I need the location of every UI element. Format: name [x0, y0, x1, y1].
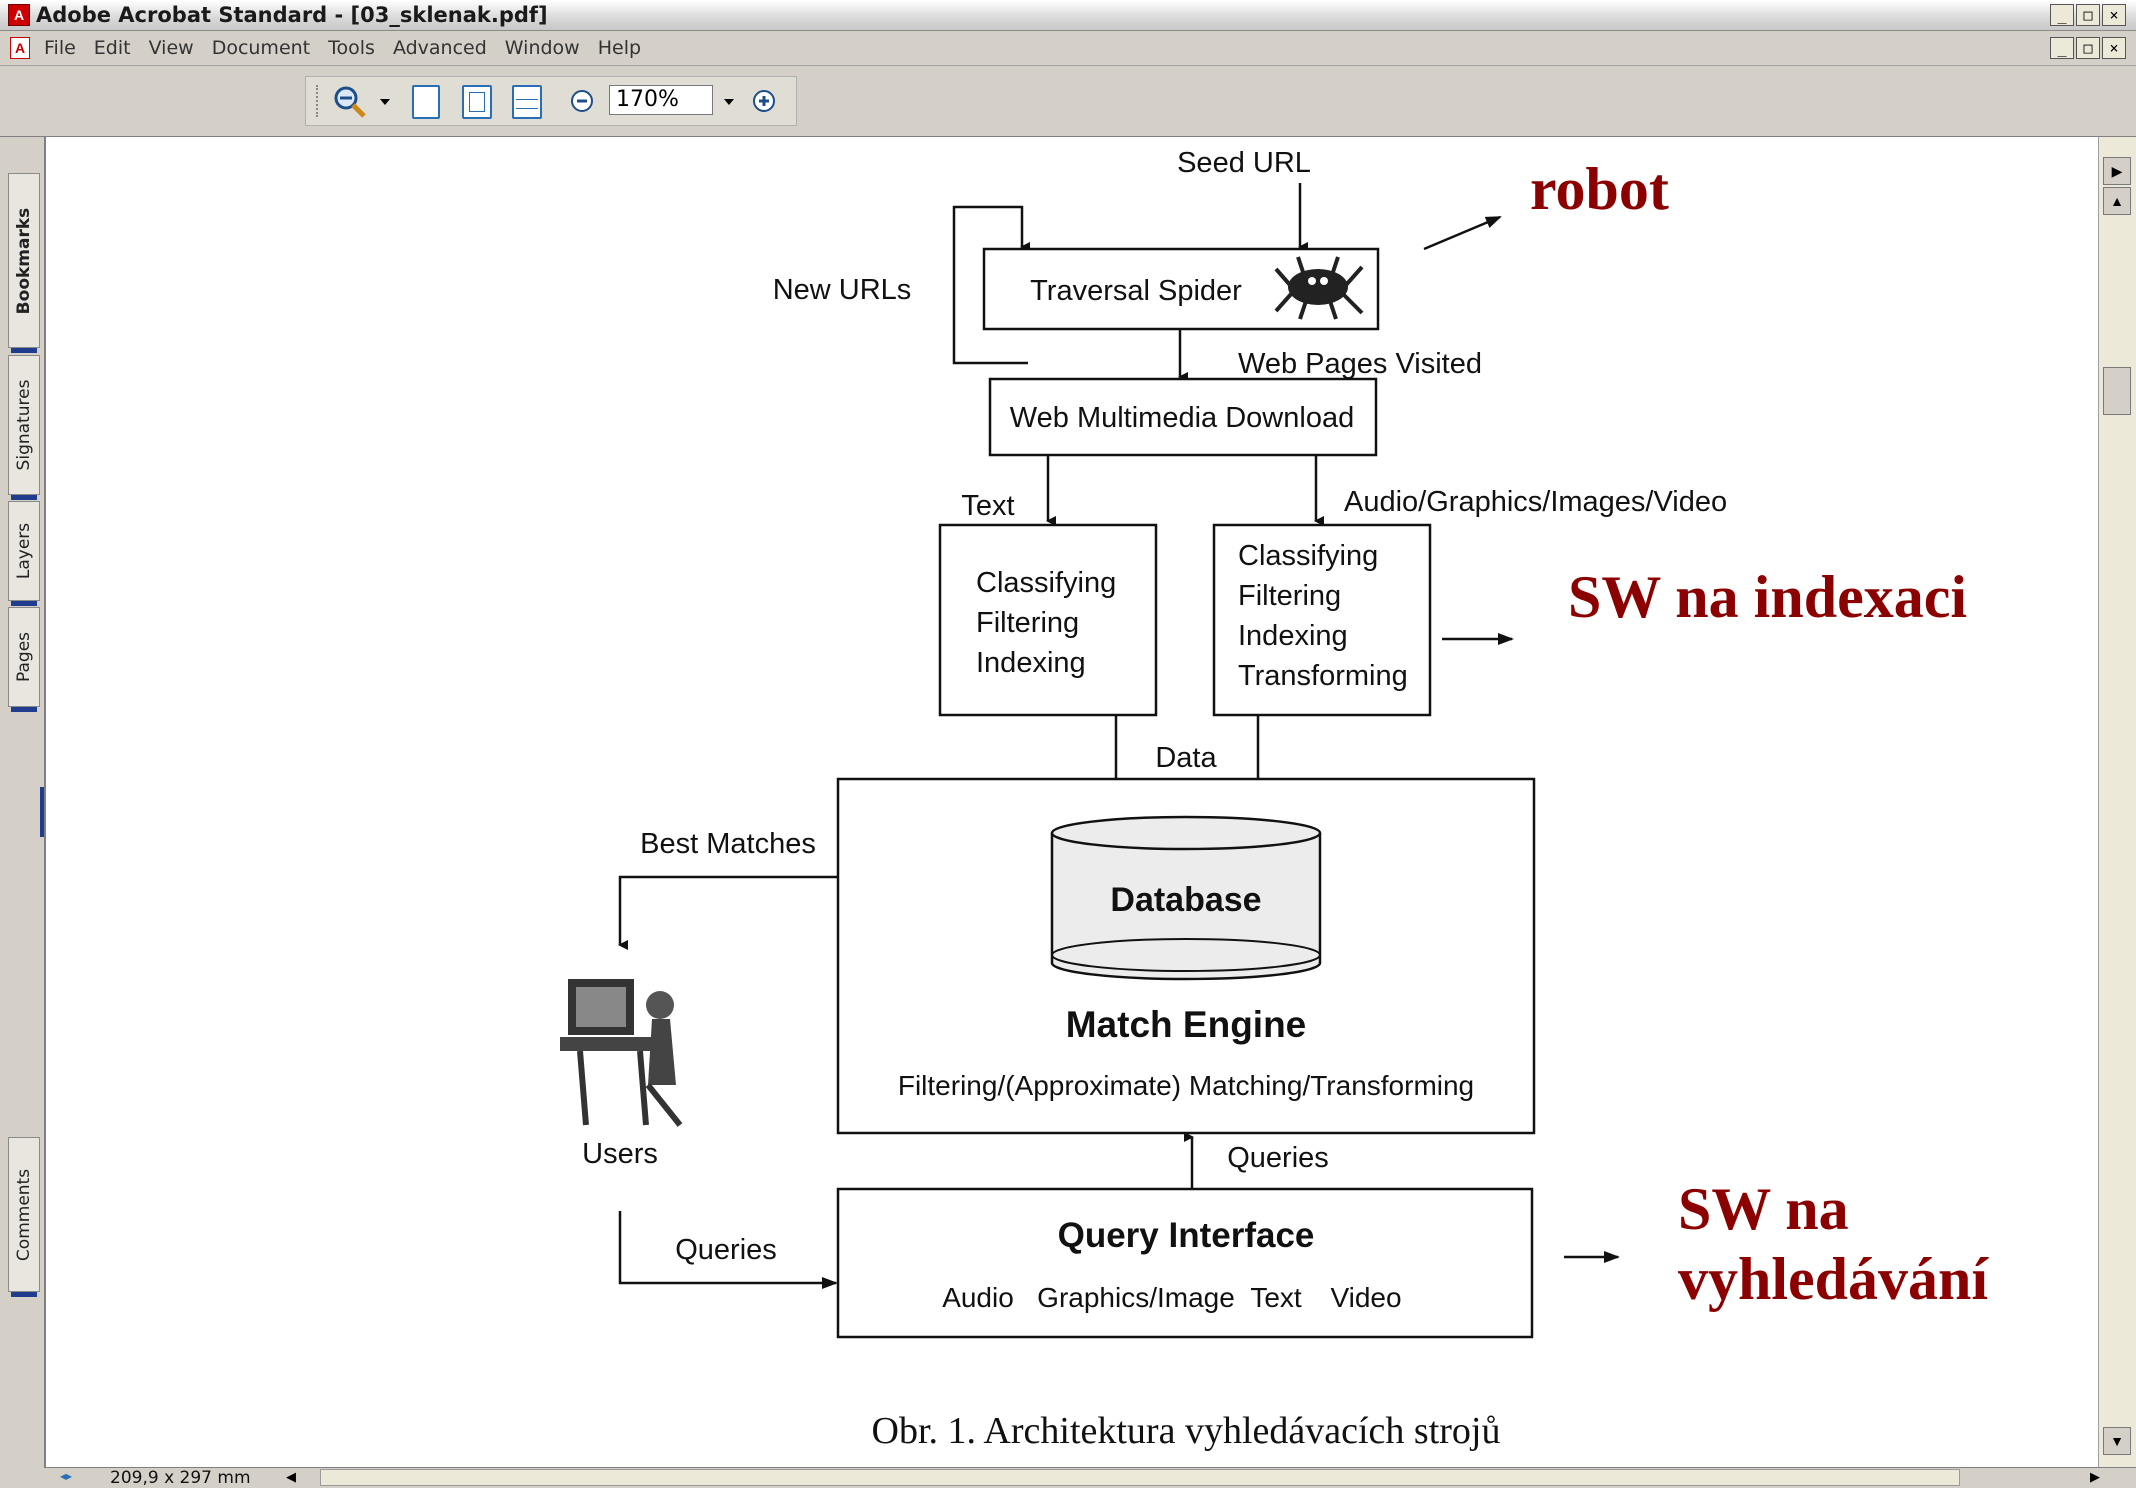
text-flow-label: Text: [961, 490, 1014, 522]
tab-signatures[interactable]: Signatures: [8, 355, 40, 500]
horizontal-scrollbar[interactable]: [320, 1469, 1960, 1486]
database-label: Database: [1110, 881, 1261, 919]
tab-layers[interactable]: Layers: [8, 501, 40, 606]
tab-comments-label: Comments: [14, 1168, 34, 1261]
navigation-pane-tabs: Bookmarks Signatures Layers Pages Commen…: [0, 137, 46, 1467]
doc-restore-button[interactable]: □: [2076, 37, 2100, 59]
left-box-line-1: Classifying: [976, 567, 1116, 599]
doc-minimize-button[interactable]: _: [2050, 37, 2074, 59]
maximize-button[interactable]: □: [2076, 4, 2100, 26]
robot-annotation: robot: [1530, 156, 1669, 222]
spider-icon: [1274, 256, 1364, 320]
media-processing-box: [1212, 523, 1432, 717]
seed-url-label: Seed URL: [1177, 147, 1311, 179]
zoom-in-icon[interactable]: [750, 85, 778, 117]
query-interface-label: Query Interface: [1058, 1216, 1315, 1255]
right-box-line-1: Classifying: [1238, 540, 1378, 572]
zoom-tool-icon[interactable]: [330, 85, 370, 118]
right-box-line-2: Filtering: [1238, 580, 1341, 612]
queries-from-users-label: Queries: [675, 1234, 777, 1266]
fit-page-icon[interactable]: [462, 85, 492, 119]
menu-view[interactable]: View: [148, 37, 194, 59]
query-interface-box: [836, 1187, 1534, 1339]
page-size-toggle-icon[interactable]: ◂▸: [59, 1469, 73, 1483]
match-engine-subtitle: Filtering/(Approximate) Matching/Transfo…: [898, 1070, 1474, 1101]
window-title: Adobe Acrobat Standard - [03_sklenak.pdf…: [36, 3, 548, 27]
close-button[interactable]: ×: [2102, 4, 2126, 26]
user-at-computer-icon: [560, 979, 683, 1127]
page-size-readout: 209,9 x 297 mm: [110, 1468, 251, 1488]
tab-layers-label: Layers: [14, 522, 34, 580]
tab-pages[interactable]: Pages: [8, 607, 40, 712]
architecture-diagram: Seed URL New URLs Traversal Spider Web P…: [560, 147, 1989, 1452]
minimize-button[interactable]: _: [2050, 4, 2074, 26]
qi-text: Text: [1250, 1282, 1302, 1313]
figure-caption: Obr. 1. Architektura vyhledávacích stroj…: [872, 1410, 1501, 1452]
scroll-left-arrow-icon[interactable]: ◀: [286, 1469, 296, 1484]
window-controls: _ □ ×: [2050, 4, 2126, 26]
menu-items: File Edit View Document Tools Advanced W…: [44, 37, 641, 59]
vertical-scrollbar[interactable]: ▶ ▲ ▼: [2098, 137, 2136, 1467]
acrobat-app-icon: A: [8, 4, 30, 26]
pane-splitter[interactable]: [40, 787, 44, 837]
qi-video: Video: [1330, 1282, 1401, 1313]
scroll-down-arrow-icon[interactable]: ▼: [2103, 1427, 2131, 1455]
users-label: Users: [582, 1138, 658, 1170]
web-multimedia-download-label: Web Multimedia Download: [1010, 402, 1354, 434]
tab-bookmarks-label: Bookmarks: [14, 207, 34, 314]
status-bar: ◂▸ 209,9 x 297 mm ◀ ▶: [44, 1467, 2136, 1488]
tab-pages-label: Pages: [14, 631, 34, 683]
menu-tools[interactable]: Tools: [328, 37, 375, 59]
zoom-out-icon[interactable]: [568, 85, 596, 117]
menu-help[interactable]: Help: [597, 37, 642, 59]
document-window-controls: _ □ ×: [2050, 37, 2126, 59]
zoom-toolbar: 170%: [305, 76, 797, 126]
scroll-right-end-arrow-icon[interactable]: ▶: [2090, 1469, 2100, 1484]
queries-to-engine-label: Queries: [1227, 1142, 1329, 1174]
sw-search-annotation-line-1: SW na: [1678, 1176, 1849, 1242]
right-box-line-4: Transforming: [1238, 660, 1408, 692]
best-matches-label: Best Matches: [640, 828, 816, 860]
document-page[interactable]: Seed URL New URLs Traversal Spider Web P…: [46, 137, 2098, 1467]
menu-document[interactable]: Document: [211, 37, 311, 59]
tab-signatures-label: Signatures: [14, 379, 34, 471]
database-cylinder: [1050, 815, 1322, 981]
scrollbar-thumb[interactable]: [2103, 367, 2131, 415]
agiv-flow-label: Audio/Graphics/Images/Video: [1344, 486, 1727, 518]
qi-audio: Audio: [942, 1282, 1014, 1313]
toolbar-grip[interactable]: [316, 85, 322, 117]
match-engine-label: Match Engine: [1066, 1004, 1307, 1045]
data-label: Data: [1155, 742, 1217, 774]
zoom-level-dropdown-icon[interactable]: [722, 85, 736, 117]
sw-index-annotation: SW na indexaci: [1568, 564, 1967, 630]
qi-graphics-image: Graphics/Image: [1037, 1282, 1235, 1313]
new-urls-label: New URLs: [773, 274, 912, 306]
left-box-line-2: Filtering: [976, 607, 1079, 639]
scroll-right-arrow-icon[interactable]: ▶: [2103, 157, 2131, 185]
doc-close-button[interactable]: ×: [2102, 37, 2126, 59]
scroll-up-arrow-icon[interactable]: ▲: [2103, 187, 2131, 215]
toolbar: 170%: [0, 66, 2136, 138]
right-box-line-3: Indexing: [1238, 620, 1348, 652]
menu-bar: A File Edit View Document Tools Advanced…: [0, 31, 2136, 66]
traversal-spider-label: Traversal Spider: [1030, 275, 1242, 307]
menu-window[interactable]: Window: [504, 37, 580, 59]
web-pages-visited-label: Web Pages Visited: [1238, 348, 1482, 380]
menu-advanced[interactable]: Advanced: [392, 37, 487, 59]
zoom-level-input[interactable]: 170%: [609, 85, 713, 115]
document-icon[interactable]: A: [10, 37, 30, 59]
sw-search-annotation-line-2: vyhledávání: [1678, 1246, 1989, 1312]
title-bar: A Adobe Acrobat Standard - [03_sklenak.p…: [0, 0, 2136, 31]
menu-edit[interactable]: Edit: [93, 37, 131, 59]
actual-size-icon[interactable]: [412, 85, 440, 119]
zoom-tool-dropdown-icon[interactable]: [378, 85, 392, 117]
text-processing-box: [938, 523, 1158, 717]
left-box-line-3: Indexing: [976, 647, 1086, 679]
fit-width-icon[interactable]: [512, 85, 542, 119]
web-multimedia-download-box: [988, 377, 1378, 457]
tab-bookmarks[interactable]: Bookmarks: [8, 173, 40, 353]
tab-comments[interactable]: Comments: [8, 1137, 40, 1297]
menu-file[interactable]: File: [44, 37, 76, 59]
